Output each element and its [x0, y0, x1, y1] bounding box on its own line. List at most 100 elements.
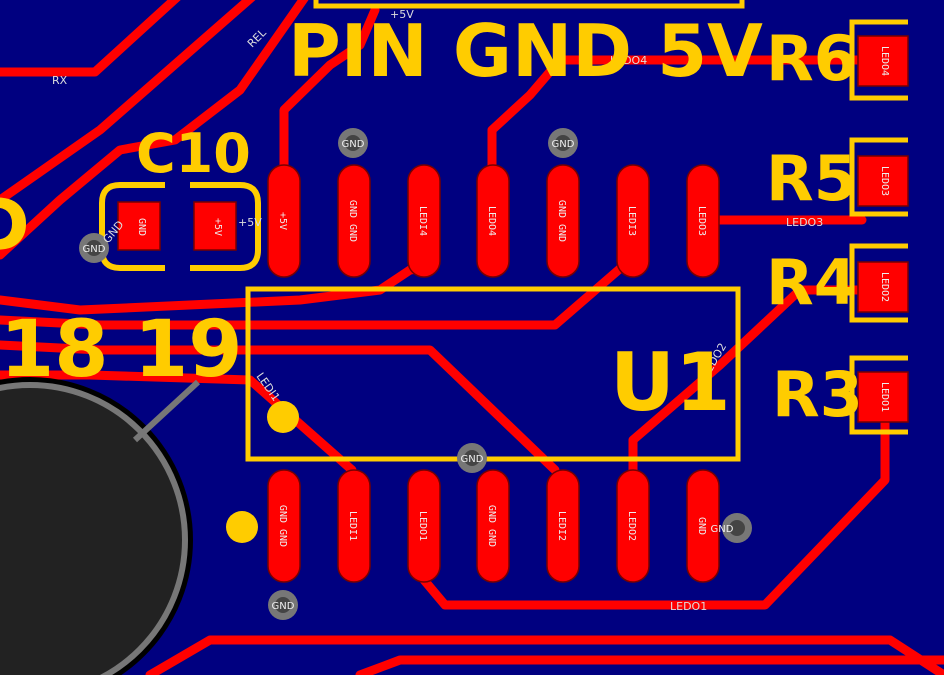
pad-top-1-label: +5V [277, 212, 288, 230]
trace-bottom-bus-2 [355, 655, 944, 675]
net-label-ledo4: LEDO4 [610, 54, 647, 67]
pad-top-6[interactable] [616, 164, 650, 278]
c10-pad-left-label: GND [136, 218, 147, 236]
c10-label: C10 [136, 122, 251, 185]
header-outline [313, 0, 745, 9]
r3-label: R3 [772, 358, 863, 431]
pad-bottom-3[interactable] [407, 469, 441, 583]
c10-outline-left [99, 182, 165, 271]
via-5-hole [729, 520, 745, 536]
buzzer-lead [132, 379, 201, 443]
c10-outline-right [190, 182, 261, 271]
r3-pad[interactable] [857, 371, 909, 423]
r6-outline [849, 19, 908, 101]
trace-rel [0, 0, 256, 205]
pad-bottom-7[interactable] [686, 469, 720, 583]
trace-ledi3 [0, 255, 635, 330]
number-19-label: 19 [134, 305, 243, 395]
trace-rx [0, 0, 181, 77]
r3-outline [849, 355, 908, 435]
pad-bottom-3-label: LEDO1 [417, 511, 428, 541]
pad-top-5-label: GND GND [556, 200, 567, 242]
buzzer-body [0, 377, 193, 675]
pad-top-7[interactable] [686, 164, 720, 278]
via-1-label: GND [342, 139, 365, 150]
u1-label: U1 [610, 336, 731, 429]
net-label-plus5v-top: +5V [390, 8, 414, 21]
trace-upper-left [0, 0, 309, 260]
pad-bottom-4-label: GND GND [486, 505, 497, 547]
r5-label: R5 [766, 142, 857, 215]
pad-bottom-6[interactable] [616, 469, 650, 583]
buzzer-component [0, 377, 201, 675]
pad-bottom-6-label: LEDO2 [626, 511, 637, 541]
pad-top-6-label: LEDI3 [626, 206, 637, 236]
net-label-rx: RX [52, 74, 68, 87]
r4-pad[interactable] [857, 261, 909, 313]
c10-pad-right[interactable] [193, 201, 237, 251]
pad-top-2-label: GND GND [347, 200, 358, 242]
partial-left-label: D [0, 183, 30, 267]
via-1-hole [345, 135, 361, 151]
r5-outline [849, 137, 908, 217]
c10-pad-left[interactable] [117, 201, 161, 251]
r4-label: R4 [766, 246, 857, 319]
c10-pad-right-label: +5V [212, 218, 223, 236]
pad-top-2[interactable] [337, 164, 371, 278]
r5-pad-label: LEDO3 [879, 166, 890, 196]
pad-bottom-7-label: GND [696, 517, 707, 535]
r6-label: R6 [766, 22, 857, 95]
pad-top-3[interactable] [407, 164, 441, 278]
pad-top-4[interactable] [476, 164, 510, 278]
pad-bottom-5[interactable] [546, 469, 580, 583]
pad-bottom-2-label: LEDI1 [347, 511, 358, 541]
via-4-hole [464, 450, 480, 466]
r4-pad-label: LEDO2 [879, 272, 890, 302]
pad-top-5[interactable] [546, 164, 580, 278]
trace-ledo4 [487, 55, 867, 170]
buzzer-ring [0, 382, 188, 675]
trace-ledo2 [628, 285, 867, 475]
pad-top-4-label: LEDO4 [486, 206, 497, 236]
via-6-label: GND [272, 601, 295, 612]
net-label-ledo1: LEDO1 [670, 600, 707, 613]
c10-capacitor: GND +5V [99, 182, 261, 271]
trace-ledi1 [0, 370, 357, 475]
number-18-label: 18 [0, 305, 109, 395]
header-pin-label: PIN GND 5V [288, 9, 763, 93]
u1-outline [245, 286, 741, 462]
net-label-ledo3: LEDO3 [786, 216, 823, 229]
r3-pad-label: LEDO1 [879, 382, 890, 412]
pad-top-1[interactable] [267, 164, 301, 278]
resistor-pads: LEDO4 LEDO3 LEDO2 LEDO1 [849, 19, 909, 435]
via-2-label: GND [552, 139, 575, 150]
via-2-hole [555, 135, 571, 151]
r6-pad[interactable] [857, 35, 909, 87]
pad-bottom-1[interactable] [267, 469, 301, 583]
vias: GND GND GND GND GND GND [79, 128, 752, 620]
r5-pad[interactable] [857, 155, 909, 207]
via-3-hole [86, 240, 102, 256]
pad-top-3-label: LEDI4 [417, 206, 428, 236]
pad-top-7-label: LEDO3 [696, 206, 707, 236]
net-label-plus5v-c10: +5V [238, 216, 262, 229]
u1-pin1-marker [267, 401, 299, 433]
pad-bottom-2[interactable] [337, 469, 371, 583]
r6-pad-label: LEDO4 [879, 46, 890, 76]
via-6-hole [275, 597, 291, 613]
pin1-dot [226, 511, 258, 543]
via-3-label: GND [83, 244, 106, 255]
via-5-label: GND [711, 524, 734, 535]
top-pad-row: +5V GND GND LEDI4 LEDO4 GND GND LEDI3 LE… [267, 164, 720, 278]
via-4-label: GND [461, 454, 484, 465]
bottom-pad-row: GND GND LEDI1 LEDO1 GND GND LEDI2 LEDO2 … [267, 469, 720, 583]
silkscreen-text: PIN GND 5V C10 U1 R6 R5 R4 R3 18 19 D [0, 9, 863, 431]
trace-plus5v-up [279, 5, 380, 175]
pad-bottom-4[interactable] [476, 469, 510, 583]
pad-bottom-5-label: LEDI2 [556, 511, 567, 541]
pad-bottom-1-label: GND GND [277, 505, 288, 547]
r4-outline [849, 243, 908, 323]
trace-ledi2 [0, 340, 560, 475]
